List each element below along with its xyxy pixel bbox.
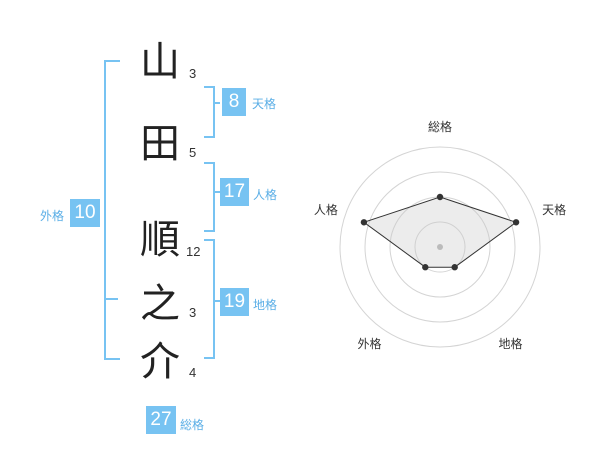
stroke-count-4: 3	[189, 305, 197, 320]
stroke-count-3: 12	[186, 244, 201, 259]
radar-series-polygon	[362, 196, 518, 268]
name-char-1: 山	[140, 39, 180, 85]
chikaku-connector	[215, 300, 220, 302]
radar-point-5	[360, 219, 368, 226]
stroke-count-5: 4	[189, 365, 197, 380]
gaikaku-value: 10	[70, 199, 100, 227]
name-char-3: 順	[140, 217, 180, 263]
chikaku-label: 地格	[253, 298, 278, 312]
soukaku-value: 27	[146, 406, 176, 434]
jinkaku-bracket	[204, 162, 215, 232]
stroke-count-2: 5	[189, 145, 197, 160]
radar-center	[437, 244, 443, 250]
radar-point-2	[512, 219, 520, 226]
name-char-4: 之	[140, 281, 180, 327]
chikaku-value: 19	[220, 288, 249, 316]
radar-axis-label-4: 外格	[357, 336, 381, 351]
gaikaku-bracket	[104, 60, 120, 360]
chikaku-bracket	[204, 239, 215, 359]
gaikaku-label: 外格	[40, 209, 65, 223]
radar-point-1	[436, 193, 444, 201]
radar-point-3	[451, 264, 458, 271]
jinkaku-label: 人格	[253, 188, 278, 202]
radar-point-4	[422, 264, 429, 271]
radar-axis-label-1: 総格	[428, 119, 452, 134]
radar-ring	[414, 221, 466, 273]
radar-axis-label-3: 地格	[498, 336, 522, 351]
tenkaku-connector	[215, 102, 220, 104]
soukaku-label: 総格	[180, 418, 205, 432]
tenkaku-label: 天格	[252, 97, 277, 111]
stroke-count-1: 3	[189, 66, 197, 81]
radar-axis-label-5: 人格	[314, 202, 338, 217]
name-char-2: 田	[140, 121, 180, 167]
jinkaku-connector	[215, 191, 220, 193]
radar-ring	[339, 146, 541, 348]
name-char-5: 介	[140, 339, 180, 385]
tenkaku-value: 8	[222, 88, 246, 116]
tenkaku-bracket	[204, 86, 215, 138]
radar-ring	[364, 171, 516, 323]
jinkaku-value: 17	[220, 178, 249, 206]
gaikaku-bracket-tick	[104, 298, 118, 300]
radar-axis-label-2: 天格	[542, 202, 566, 217]
